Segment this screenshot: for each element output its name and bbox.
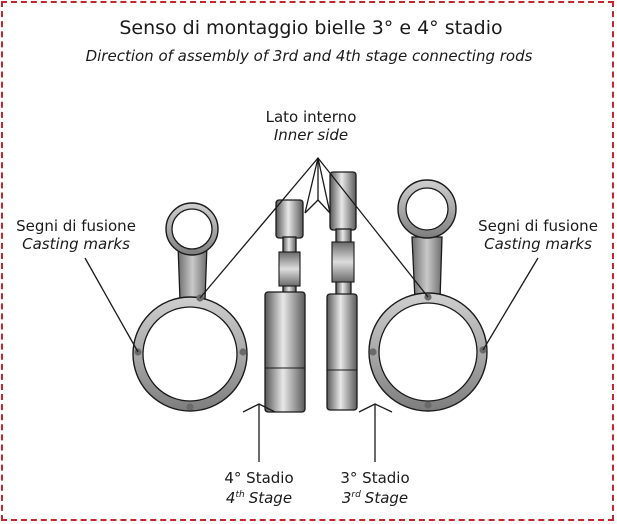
rod-3rd-stage-side-view: [326, 171, 358, 411]
stage3-word: Stage: [365, 489, 408, 507]
inner-side-leaders: [199, 156, 429, 299]
stage4-label-it: 4° Stadio: [224, 469, 293, 487]
rod-left-front-view: [132, 202, 248, 412]
casting-left-label-en: Casting marks: [22, 235, 130, 253]
casting-right-label-it: Segni di fusione: [478, 217, 598, 235]
stage4-word: Stage: [249, 489, 292, 507]
stage4-leader: [242, 403, 276, 462]
stage4-num: 4: [226, 489, 236, 507]
stage4-label-en: 4th Stage: [226, 489, 292, 507]
stage3-label-it: 3° Stadio: [340, 469, 409, 487]
stage4-sup: th: [235, 490, 245, 500]
casting-mark-dot: [239, 348, 247, 356]
stage3-sup: rd: [351, 490, 361, 500]
title-main: Senso di montaggio bielle 3° e 4° stadio: [119, 17, 502, 39]
rod-4th-stage-side-view: [264, 199, 306, 413]
casting-right-leader: [482, 257, 539, 351]
stage3-label-en: 3rd Stage: [342, 489, 408, 507]
casting-left-leader: [84, 257, 139, 353]
casting-right-label-en: Casting marks: [484, 235, 592, 253]
casting-mark-dot: [424, 401, 432, 409]
casting-mark-dot: [186, 403, 194, 411]
casting-mark-dot: [369, 348, 377, 356]
casting-left-label-it: Segni di fusione: [16, 217, 136, 235]
stage3-leader: [358, 403, 393, 462]
inner-side-label-en: Inner side: [274, 126, 348, 144]
title-sub: Direction of assembly of 3rd and 4th sta…: [86, 47, 533, 65]
inner-side-label-it: Lato interno: [266, 108, 357, 126]
stage3-num: 3: [342, 489, 352, 507]
rod-right-front-view: [368, 179, 488, 412]
